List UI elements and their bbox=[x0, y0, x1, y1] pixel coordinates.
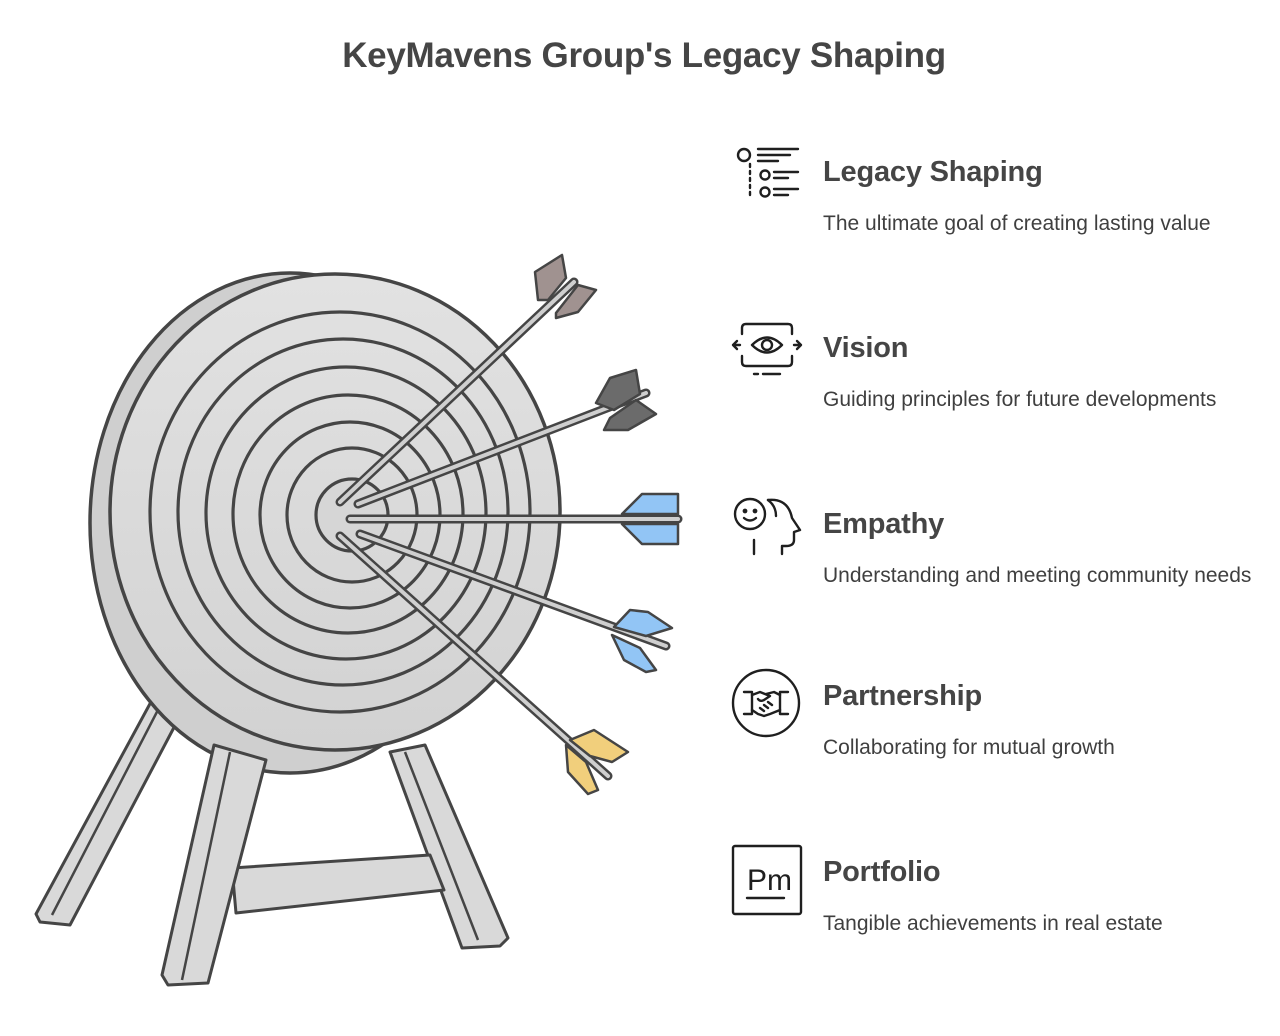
arrow-legacy-shaping bbox=[335, 253, 598, 507]
item-label: Legacy Shaping bbox=[823, 156, 1043, 188]
arrows bbox=[335, 253, 683, 796]
eye-vision-icon bbox=[731, 322, 803, 376]
portfolio-pm-icon: Pm bbox=[731, 844, 803, 916]
item-description: The ultimate goal of creating lasting va… bbox=[823, 212, 1211, 235]
list-checklist-icon bbox=[736, 147, 800, 200]
item-label: Portfolio bbox=[823, 856, 941, 888]
item-label: Vision bbox=[823, 332, 909, 364]
arrow-vision bbox=[353, 368, 658, 509]
legend-item-legacy-shaping: Legacy Shaping The ultimate goal of crea… bbox=[730, 144, 1270, 284]
legend-item-empathy: Empathy Understanding and meeting commun… bbox=[730, 496, 1270, 636]
legend-item-vision: Vision Guiding principles for future dev… bbox=[730, 320, 1270, 460]
legend-item-portfolio: Pm Portfolio Tangible achievements in re… bbox=[730, 844, 1270, 984]
arrow-empathy bbox=[345, 492, 683, 546]
item-description: Tangible achievements in real estate bbox=[823, 912, 1163, 935]
item-description: Guiding principles for future developmen… bbox=[823, 388, 1217, 411]
portfolio-icon-text: Pm bbox=[747, 864, 792, 897]
item-description: Understanding and meeting community need… bbox=[823, 564, 1252, 587]
arrow-portfolio bbox=[335, 531, 630, 796]
stand-back-legs bbox=[34, 698, 510, 950]
legend-item-partnership: Partnership Collaborating for mutual gro… bbox=[730, 668, 1270, 808]
empathy-faces-icon bbox=[733, 497, 802, 556]
handshake-icon bbox=[731, 668, 801, 738]
arrow-partnership bbox=[355, 529, 674, 674]
diagram-title: KeyMavens Group's Legacy Shaping bbox=[342, 36, 946, 75]
item-description: Collaborating for mutual growth bbox=[823, 736, 1115, 759]
item-label: Empathy bbox=[823, 508, 945, 540]
item-label: Partnership bbox=[823, 680, 982, 712]
stand-front-legs bbox=[160, 743, 446, 987]
